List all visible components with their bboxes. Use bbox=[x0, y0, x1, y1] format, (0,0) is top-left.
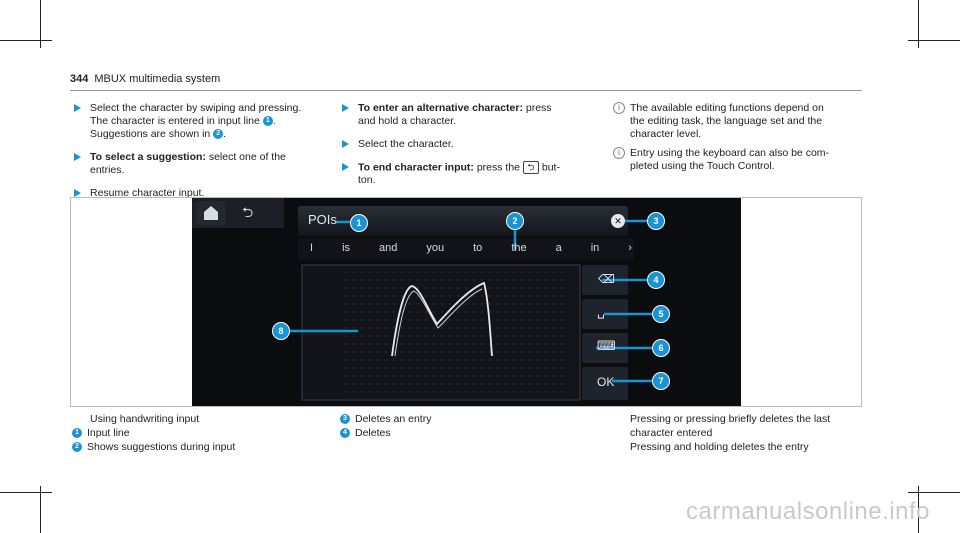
screen-drawing bbox=[192, 198, 652, 401]
suggestion-item[interactable]: and bbox=[379, 242, 398, 254]
step-text: Select the character by swiping and pres… bbox=[90, 102, 302, 114]
legend-text: Pressing or pressing briefly deletes the… bbox=[630, 413, 831, 425]
step-arrow-icon bbox=[74, 104, 81, 112]
page-header: 344 MBUX multimedia system bbox=[70, 73, 220, 85]
step-text: ton. bbox=[358, 174, 376, 187]
home-icon bbox=[204, 206, 218, 220]
crop-mark bbox=[908, 40, 960, 41]
suggestion-item[interactable]: to bbox=[473, 242, 483, 254]
legend-text: Pressing and holding deletes the entry bbox=[630, 441, 809, 453]
crop-mark bbox=[918, 486, 919, 533]
info-icon: i bbox=[613, 102, 625, 114]
figure-frame bbox=[70, 197, 862, 407]
input-line[interactable] bbox=[298, 206, 628, 236]
info-icon: i bbox=[613, 147, 625, 159]
legend-text: character entered bbox=[630, 427, 713, 439]
callout-badge: 1 bbox=[262, 116, 273, 127]
back-icon[interactable]: ⮌ bbox=[242, 204, 254, 220]
space-icon: ␣ bbox=[597, 305, 605, 319]
delete-icon: ⌫ bbox=[598, 272, 615, 286]
callout-badge: 2 bbox=[506, 212, 524, 230]
crop-mark bbox=[0, 40, 52, 41]
suggestion-item[interactable]: a bbox=[555, 242, 562, 254]
section-title: MBUX multimedia system bbox=[94, 73, 221, 85]
page-number: 344 bbox=[70, 73, 89, 85]
step-text: To end character input: press the ⮌ but- bbox=[358, 161, 560, 174]
crop-mark bbox=[0, 492, 52, 493]
step: To enter an alternative character: press… bbox=[340, 102, 602, 128]
step-arrow-icon bbox=[74, 153, 81, 161]
step: Resume character input. bbox=[72, 187, 334, 200]
watermark: carmanualsonline.info bbox=[686, 498, 930, 525]
handwritten-stroke bbox=[391, 281, 493, 357]
suggestion-row: I is and you to the a in › bbox=[310, 242, 632, 260]
crop-mark bbox=[40, 0, 41, 48]
suggestion-item[interactable]: the bbox=[511, 242, 527, 254]
dot-grid bbox=[342, 270, 570, 395]
column-3: i The available editing functions depend… bbox=[612, 102, 862, 179]
suggestion-item[interactable]: in bbox=[590, 242, 600, 254]
input-text: POIs bbox=[308, 212, 337, 227]
note-text: The available editing functions depend o… bbox=[630, 102, 824, 114]
header-rule bbox=[70, 90, 862, 91]
step-arrow-icon bbox=[342, 140, 349, 148]
step-text: The character is entered in input line 1… bbox=[90, 115, 276, 127]
step-arrow-icon bbox=[74, 189, 81, 197]
step-text: entries. bbox=[90, 164, 125, 176]
callout-badge: 3 bbox=[647, 212, 665, 230]
step: Select the character by swiping and pres… bbox=[72, 102, 334, 141]
callout-badge: 8 bbox=[272, 322, 290, 340]
callout-badge: 2 bbox=[213, 129, 224, 140]
crop-mark bbox=[40, 486, 41, 533]
column-2: To enter an alternative character: press… bbox=[340, 102, 602, 197]
crop-mark bbox=[908, 492, 960, 493]
step-text: Select the character. bbox=[358, 138, 454, 150]
note-text: Entry using the keyboard can also be com… bbox=[630, 147, 830, 159]
note: i Entry using the keyboard can also be c… bbox=[612, 147, 862, 173]
legend-right: Pressing or pressing briefly deletes the… bbox=[630, 412, 870, 454]
step: To select a suggestion: select one of th… bbox=[72, 151, 334, 177]
callout-badge: 7 bbox=[652, 372, 670, 390]
column-1: Select the character by swiping and pres… bbox=[72, 102, 334, 210]
step: To end character input: press the ⮌ but-… bbox=[340, 161, 602, 187]
step-text: To enter an alternative character: press bbox=[358, 102, 552, 114]
callout-badge: 1 bbox=[350, 214, 368, 232]
handwriting-screen: ⮌ POIs ✕ I is and you to the a in › ⌫ ␣ … bbox=[192, 198, 741, 406]
clear-icon[interactable]: ✕ bbox=[611, 214, 625, 228]
suggestion-item[interactable]: is bbox=[342, 242, 351, 254]
ok-button[interactable] bbox=[582, 367, 628, 400]
note-text: character level. bbox=[630, 128, 702, 140]
suggestion-bar[interactable] bbox=[298, 238, 634, 260]
more-suggestions-icon[interactable]: › bbox=[628, 242, 632, 254]
note: i The available editing functions depend… bbox=[612, 102, 862, 141]
figure-caption: Using handwriting input bbox=[90, 413, 200, 425]
callout-badge: 5 bbox=[652, 305, 670, 323]
note-text: pleted using the Touch Control. bbox=[630, 160, 775, 172]
step-arrow-icon bbox=[342, 163, 349, 171]
step-text: Resume character input. bbox=[90, 187, 205, 199]
crop-mark bbox=[918, 0, 919, 48]
ok-label: OK bbox=[597, 375, 615, 389]
note-text: the editing task, the language set and t… bbox=[630, 115, 823, 127]
step-arrow-icon bbox=[342, 104, 349, 112]
step-text: To select a suggestion: select one of th… bbox=[90, 151, 286, 163]
callout-badge: 4 bbox=[647, 271, 665, 289]
callout-badge: 6 bbox=[652, 339, 670, 357]
back-key-icon: ⮌ bbox=[522, 161, 539, 174]
step-text: Suggestions are shown in 2. bbox=[90, 128, 227, 140]
suggestion-item[interactable]: I bbox=[310, 242, 314, 254]
suggestion-item[interactable]: you bbox=[426, 242, 445, 254]
handwritten-stroke bbox=[394, 288, 483, 357]
step: Select the character. bbox=[340, 138, 602, 151]
keyboard-icon: ⌨ bbox=[597, 338, 616, 353]
step-text: and hold a character. bbox=[358, 115, 457, 127]
